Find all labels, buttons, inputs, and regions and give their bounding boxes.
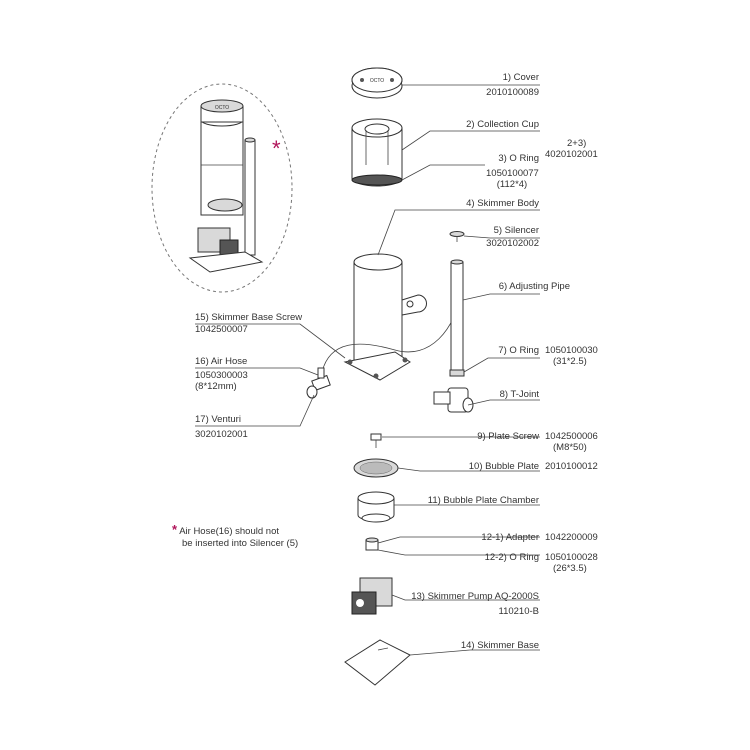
note-star: * [172, 522, 178, 537]
assembled-view: OCTO * [151, 83, 293, 293]
skimmer-pump-part [351, 577, 393, 615]
silencer-label: 5) Silencer [494, 225, 539, 236]
cover-part: OCTO [351, 67, 403, 99]
bubble-plate-label: 10) Bubble Plate [469, 461, 539, 472]
collection-cup-label: 2) Collection Cup [466, 119, 539, 130]
venturi-code: 3020102001 [195, 429, 248, 440]
air-hose-label: 16) Air Hose [195, 356, 247, 367]
cup-oring-spec: (112*4) [497, 179, 527, 190]
skimmer-body-label: 4) Skimmer Body [466, 198, 539, 209]
pipe-oring-label: 7) O Ring [498, 345, 539, 356]
note-line-2: be inserted into Silencer (5) [182, 538, 299, 549]
venturi-part [306, 367, 331, 399]
collection-cup-part [351, 118, 403, 187]
adapter-oring-label: 12-2) O Ring [485, 552, 539, 563]
part-labels: 1) Cover 2010100089 2) Collection Cup 2+… [195, 72, 598, 651]
cover-code: 2010100089 [486, 87, 539, 98]
skimmer-base-part [344, 639, 411, 686]
silencer-warning-note: * Air Hose(16) should not be inserted in… [172, 522, 322, 550]
adapter-code: 1042200009 [545, 532, 598, 543]
leader-lines-left [195, 323, 346, 427]
base-screw-label: 15) Skimmer Base Screw [195, 312, 302, 323]
bubble-plate-chamber-label: 11) Bubble Plate Chamber [428, 495, 539, 506]
cover-label: 1) Cover [503, 72, 539, 83]
skimmer-pump-label: 13) Skimmer Pump AQ-2000S [411, 591, 539, 602]
air-hose-code: 1050300003 [195, 370, 248, 381]
plate-screw-part [370, 433, 382, 448]
air-hose-spec: (8*12mm) [195, 381, 237, 392]
plate-screw-code: 1042500006 [545, 431, 598, 442]
base-screw-code: 1042500007 [195, 324, 248, 335]
adapter-oring-code: 1050100028 [545, 552, 598, 563]
svg-text:OCTO: OCTO [370, 78, 384, 84]
skimmer-pump-code: 110210-B [499, 606, 540, 617]
combo-label: 2+3) [567, 138, 586, 149]
combo-code: 4020102001 [545, 149, 598, 160]
note-line-1: Air Hose(16) should not [179, 526, 279, 537]
leader-lines [377, 84, 540, 656]
t-joint-label: 8) T-Joint [500, 389, 540, 400]
plate-screw-label: 9) Plate Screw [477, 431, 539, 442]
pipe-oring-spec: (31*2.5) [553, 356, 587, 367]
cup-oring-code: 1050100077 [486, 168, 539, 179]
skimmer-body-part [343, 253, 427, 381]
t-joint-part [433, 387, 474, 413]
pipe-oring-code: 1050100030 [545, 345, 598, 356]
adjusting-pipe-label: 6) Adjusting Pipe [499, 281, 570, 292]
bubble-plate-chamber-part [357, 491, 395, 523]
plate-screw-spec: (M8*50) [553, 442, 587, 453]
assembled-note-star: * [272, 136, 281, 161]
adjusting-pipe-part [449, 259, 465, 377]
adapter-oring-spec: (26*3.5) [553, 563, 587, 574]
silencer-part [449, 231, 465, 242]
bubble-plate-code: 2010100012 [545, 461, 598, 472]
bubble-plate-part [353, 458, 399, 478]
silencer-code: 3020102002 [486, 238, 539, 249]
assembled-cover-logo: OCTO [215, 105, 229, 111]
adapter-label: 12-1) Adapter [481, 532, 539, 543]
adapter-part [365, 537, 379, 551]
skimmer-base-label: 14) Skimmer Base [461, 640, 539, 651]
cup-oring-label: 3) O Ring [498, 153, 539, 164]
venturi-label: 17) Venturi [195, 414, 241, 425]
